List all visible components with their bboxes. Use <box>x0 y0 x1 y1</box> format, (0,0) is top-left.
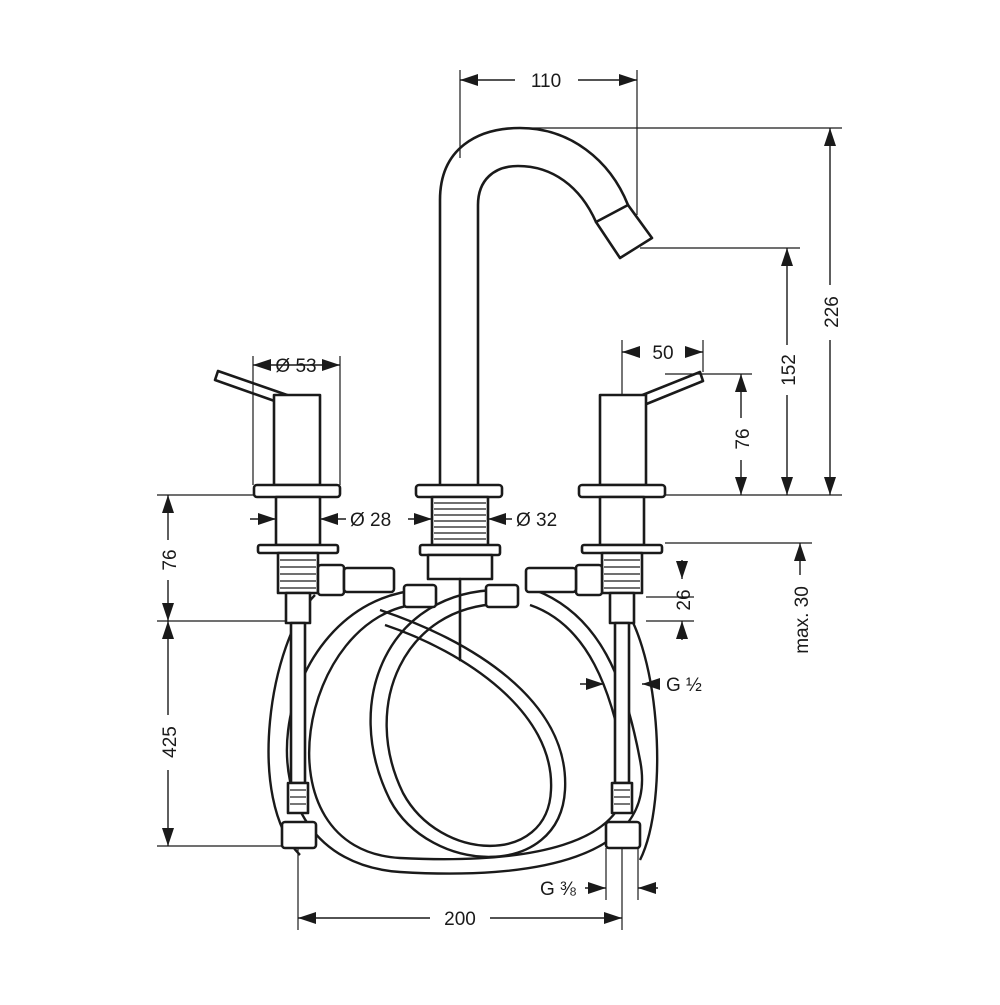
dim-total-height: 226 <box>822 296 843 328</box>
dim-shank-length: 76 <box>160 549 181 570</box>
extension-lines <box>157 70 842 930</box>
dim-handle-diameter: Ø 53 <box>275 356 316 377</box>
dimension-labels: 110 226 152 76 50 Ø 53 Ø 28 Ø 32 76 425 … <box>160 71 843 930</box>
dim-spout-height: 152 <box>779 354 800 386</box>
dim-spout-shank-diameter: Ø 32 <box>516 510 557 531</box>
dim-max-deck-thickness: max. 30 <box>792 586 813 654</box>
dim-center-spacing: 200 <box>444 909 476 930</box>
center-hose-connectors <box>402 583 520 609</box>
dim-handle-height: 76 <box>733 428 754 449</box>
spout <box>414 126 654 662</box>
dim-inlet-thread: G ½ <box>666 675 702 696</box>
dim-thread-length: 26 <box>674 589 695 610</box>
dimension-lines <box>162 74 836 924</box>
flexible-hoses <box>267 588 659 875</box>
dim-spout-reach: 110 <box>531 71 561 92</box>
dim-handle-shank-diameter: Ø 28 <box>350 510 391 531</box>
dim-handle-width: 50 <box>652 343 673 364</box>
left-handle-valve <box>213 369 396 850</box>
right-handle-valve <box>524 370 705 850</box>
dim-hose-length: 425 <box>160 726 181 758</box>
dim-hose-connection-thread: G ⅜ <box>540 879 576 900</box>
